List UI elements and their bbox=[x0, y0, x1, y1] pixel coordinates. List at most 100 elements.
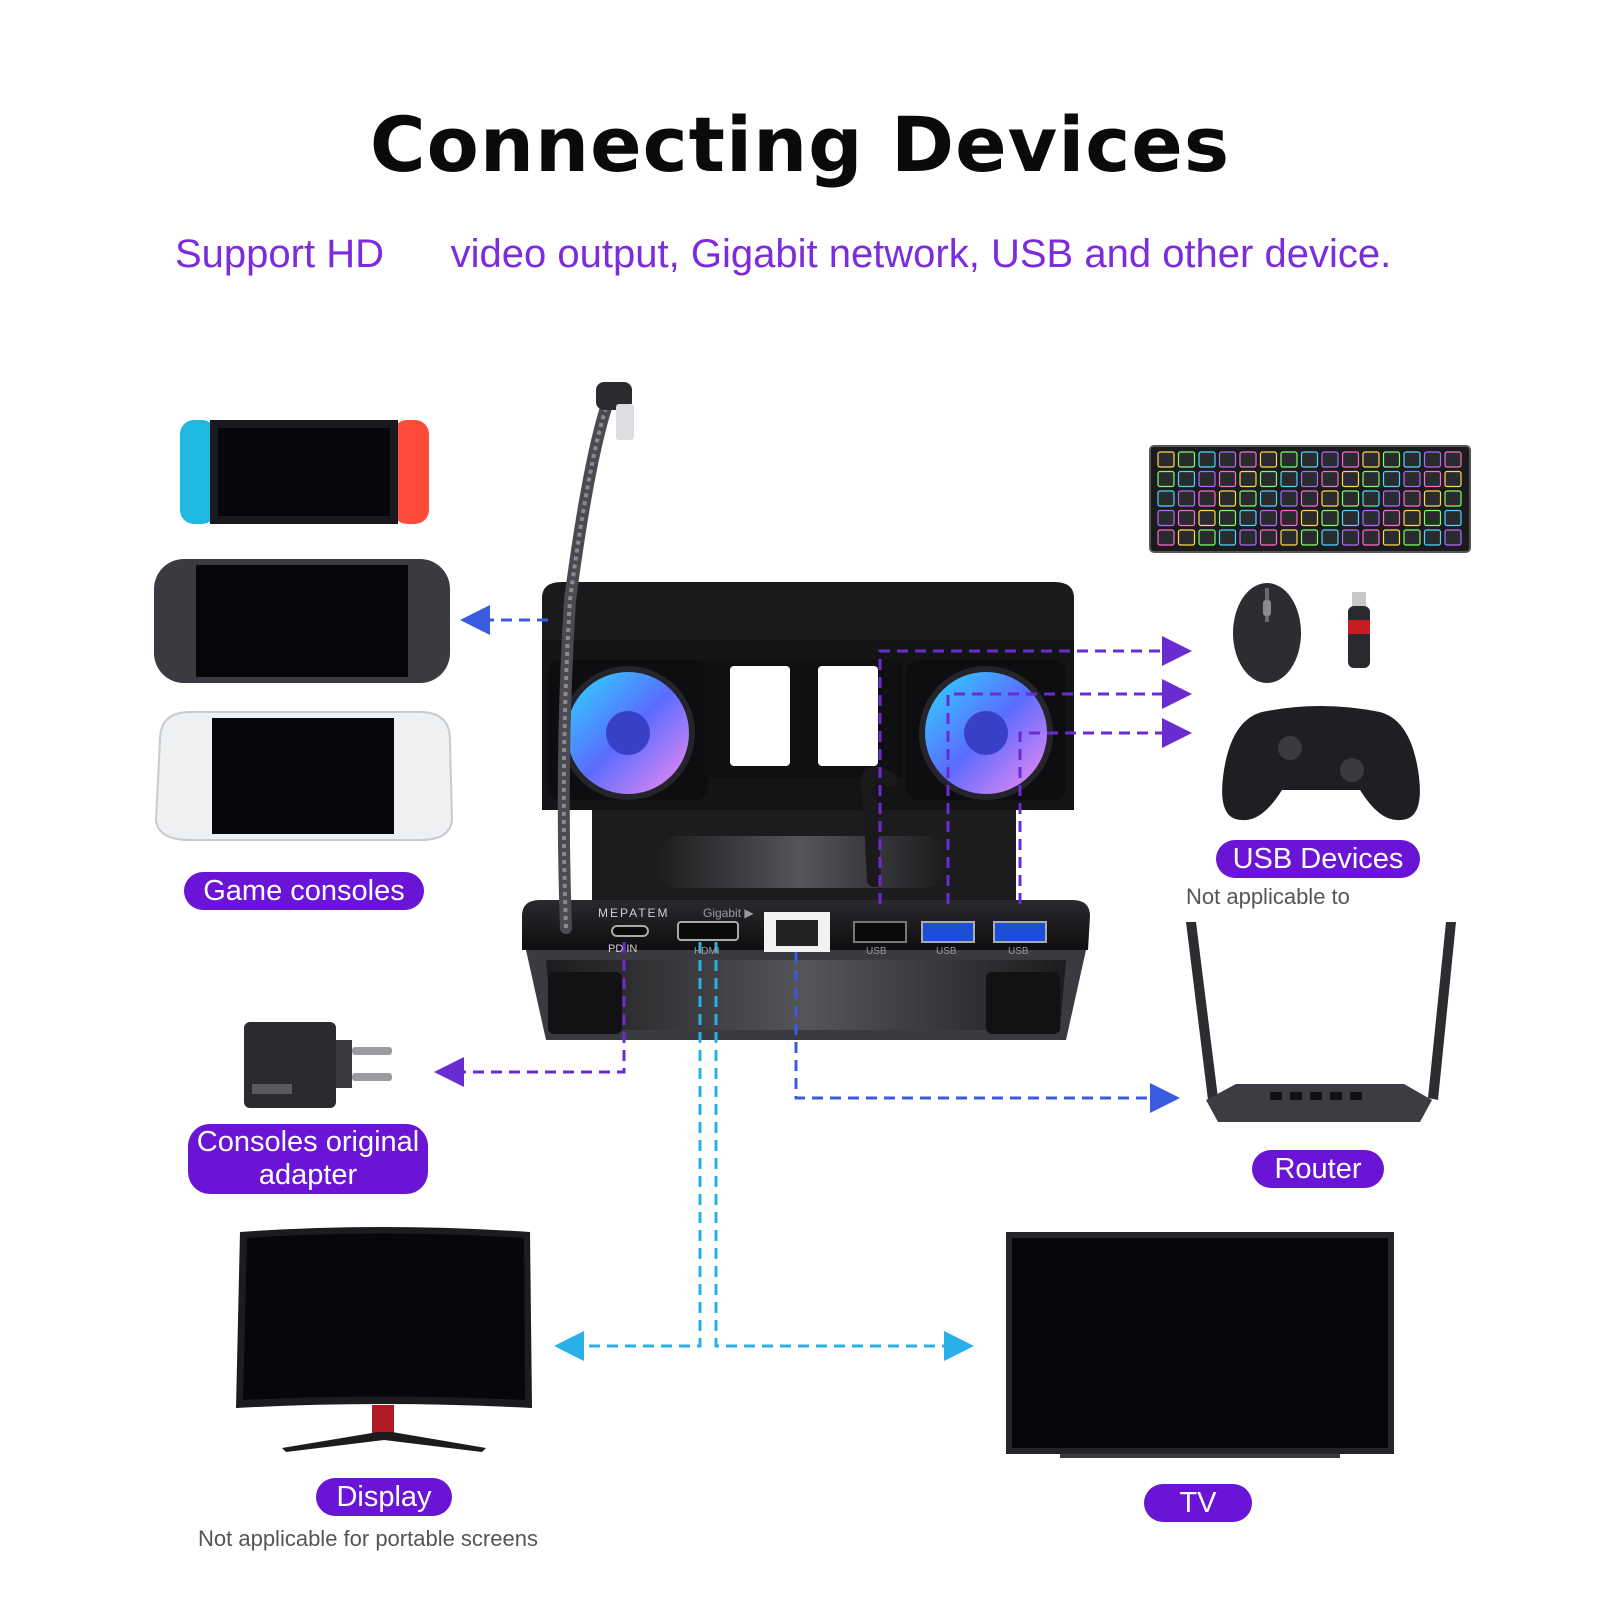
adapter-link-line bbox=[434, 942, 626, 1087]
dock-usb-label-1: USB bbox=[866, 946, 887, 957]
router-link-line bbox=[794, 952, 1180, 1113]
keyboard-key bbox=[1403, 470, 1421, 488]
keyboard-key bbox=[1341, 509, 1360, 527]
keyboard-key bbox=[1362, 490, 1380, 507]
keyboard-key bbox=[1444, 490, 1462, 507]
connection-lines bbox=[434, 605, 1192, 1361]
keyboard-key bbox=[1259, 490, 1278, 507]
keyboard-key bbox=[1444, 451, 1462, 468]
keyboard-key bbox=[1157, 490, 1175, 507]
keyboard-key bbox=[1177, 451, 1196, 468]
keyboard-key bbox=[1382, 470, 1401, 488]
keyboard-key bbox=[1362, 529, 1380, 546]
keyboard-key bbox=[1177, 529, 1196, 546]
keyboard-key bbox=[1444, 470, 1462, 488]
dock-usb-label-2: USB bbox=[936, 946, 957, 957]
keyboard-key bbox=[1382, 451, 1401, 468]
keyboard-key bbox=[1321, 451, 1339, 468]
keyboard-key bbox=[1177, 470, 1196, 488]
keyboard-key bbox=[1321, 509, 1339, 527]
keyboard-key bbox=[1362, 509, 1380, 527]
keyboard-key bbox=[1259, 509, 1278, 527]
keyboard-key bbox=[1177, 490, 1196, 507]
tv-icon bbox=[1006, 1232, 1394, 1458]
usb-devices-label: USB Devices bbox=[1216, 840, 1420, 878]
page-title: Connecting Devices bbox=[369, 100, 1231, 189]
keyboard-key bbox=[1157, 451, 1175, 468]
keyboard-key bbox=[1341, 490, 1360, 507]
dock-gigabit-label: Gigabit ▶ bbox=[703, 906, 754, 920]
keyboard-key bbox=[1280, 490, 1298, 507]
keyboard-key bbox=[1382, 509, 1401, 527]
monitor-icon bbox=[236, 1227, 532, 1452]
keyboard-key bbox=[1280, 529, 1298, 546]
keyboard-key bbox=[1218, 470, 1237, 488]
display-label: Display bbox=[316, 1478, 452, 1516]
keyboard-key bbox=[1218, 509, 1237, 527]
page-subtitle: Support HD video output, Gigabit network… bbox=[175, 232, 1392, 276]
adapter-label-line-2: adapter bbox=[258, 1159, 358, 1191]
keyboard-key bbox=[1362, 470, 1380, 488]
keyboard-key bbox=[1382, 529, 1401, 546]
keyboard-key bbox=[1218, 529, 1237, 546]
game-consoles-label: Game consoles bbox=[184, 872, 424, 910]
usb-link-line-3 bbox=[1018, 718, 1192, 904]
keyboard-key bbox=[1218, 451, 1237, 468]
router-icon bbox=[1186, 922, 1456, 1122]
gamepad-icon bbox=[1222, 706, 1420, 821]
handheld-pc-dark-icon bbox=[154, 559, 450, 683]
power-adapter-icon bbox=[244, 1022, 392, 1108]
keyboard-key bbox=[1423, 451, 1442, 468]
keyboard-key bbox=[1341, 451, 1360, 468]
dock-device bbox=[522, 382, 1090, 1040]
keyboard-key bbox=[1239, 451, 1257, 468]
keyboard-key bbox=[1198, 529, 1216, 546]
keyboard-key bbox=[1157, 529, 1175, 546]
left-fan-icon bbox=[561, 666, 695, 800]
switch-console-icon bbox=[180, 420, 429, 524]
keyboard-key bbox=[1362, 451, 1380, 468]
keyboard-key bbox=[1157, 509, 1175, 527]
keyboard-key bbox=[1321, 529, 1339, 546]
keyboard-key bbox=[1341, 470, 1360, 488]
keyboard-key bbox=[1423, 470, 1442, 488]
keyboard-key bbox=[1198, 451, 1216, 468]
keyboard-key bbox=[1157, 470, 1175, 488]
keyboard-key bbox=[1300, 529, 1319, 546]
usb-link-line-2 bbox=[946, 679, 1192, 904]
keyboard-key bbox=[1300, 451, 1319, 468]
usb-devices-note: Not applicable to bbox=[1186, 884, 1350, 909]
keyboard-key bbox=[1321, 490, 1339, 507]
handheld-pc-white-icon bbox=[154, 711, 454, 841]
dock-hdmi-label: HDMI bbox=[694, 946, 720, 957]
mouse-icon bbox=[1233, 583, 1301, 683]
keyboard-key bbox=[1259, 529, 1278, 546]
keyboard-key bbox=[1177, 509, 1196, 527]
keyboard-key bbox=[1259, 470, 1278, 488]
keyboard-key bbox=[1444, 509, 1462, 527]
keyboard-key bbox=[1280, 509, 1298, 527]
keyboard-key bbox=[1239, 490, 1257, 507]
display-link-line bbox=[554, 942, 702, 1361]
keyboard-key bbox=[1239, 470, 1257, 488]
keyboard-key bbox=[1198, 509, 1216, 527]
keyboard-key bbox=[1239, 529, 1257, 546]
keyboard-key bbox=[1300, 509, 1319, 527]
keyboard-key bbox=[1341, 529, 1360, 546]
keyboard-key bbox=[1239, 509, 1257, 527]
tv-label: TV bbox=[1144, 1484, 1252, 1522]
keyboard-key bbox=[1382, 490, 1401, 507]
keyboard-key bbox=[1403, 529, 1421, 546]
keyboard-icon bbox=[1149, 445, 1471, 553]
tv-link-line bbox=[714, 942, 974, 1361]
adapter-label: Consoles original adapter bbox=[188, 1124, 428, 1194]
keyboard-key bbox=[1403, 509, 1421, 527]
keyboard-key bbox=[1423, 509, 1442, 527]
usb-stick-icon bbox=[1348, 592, 1370, 668]
keyboard-key bbox=[1403, 451, 1421, 468]
keyboard-key bbox=[1300, 470, 1319, 488]
keyboard-key bbox=[1444, 529, 1462, 546]
keyboard-key bbox=[1198, 490, 1216, 507]
